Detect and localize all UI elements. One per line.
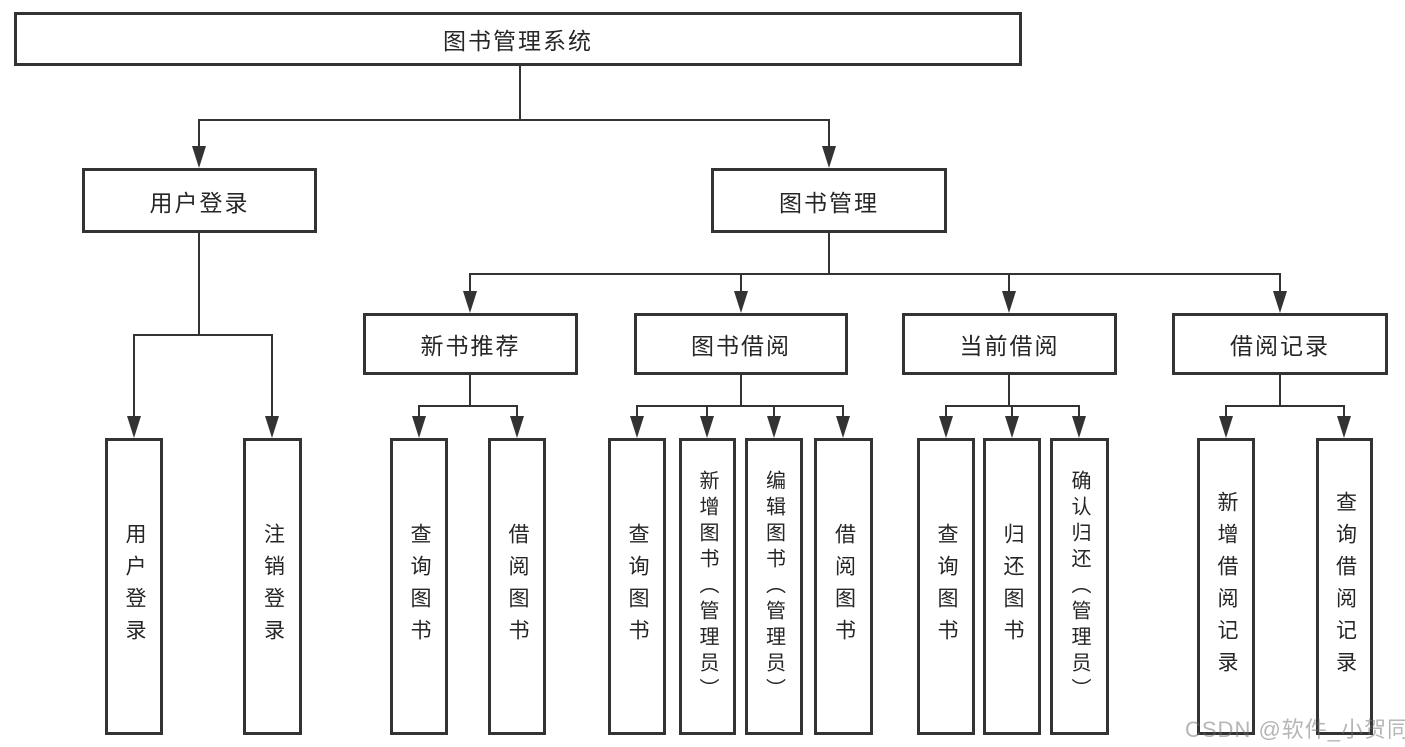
connector-borrow-records-stem xyxy=(1279,375,1281,407)
node-new-book-recommendation: 新书推荐 xyxy=(363,313,578,375)
connector-book-mgmt-stem xyxy=(828,233,830,275)
arrowhead-leaf-logout xyxy=(265,416,279,438)
connector-leg xyxy=(945,405,947,418)
connector-to-new-book xyxy=(469,273,471,294)
connector-leg xyxy=(1343,405,1345,418)
connector-book-borrow-crossbar xyxy=(636,405,844,407)
leaf-borrow-books: 借阅图书 xyxy=(814,438,873,735)
connector-new-book-stem xyxy=(469,375,471,407)
connector-leg xyxy=(1225,405,1227,418)
arrowhead-book-borrow xyxy=(734,291,748,313)
connector-borrow-records-crossbar xyxy=(1225,405,1345,407)
arrowhead-borrow-records xyxy=(1273,291,1287,313)
connector-root-crossbar xyxy=(198,119,830,121)
connector-user-login-crossbar xyxy=(133,334,273,336)
arrowhead-leaf xyxy=(1219,416,1233,438)
arrowhead-leaf xyxy=(1005,416,1019,438)
arrowhead-book-mgmt xyxy=(822,146,836,168)
connector-leg xyxy=(1078,405,1080,418)
node-library-management-system: 图书管理系统 xyxy=(14,12,1022,66)
leaf-query-books: 查询图书 xyxy=(390,438,448,735)
connector-to-leaf-login xyxy=(133,334,135,420)
arrowhead-leaf xyxy=(767,416,781,438)
leaf-user-login: 用户登录 xyxy=(105,438,163,735)
leaf-return-books: 归还图书 xyxy=(983,438,1041,735)
arrowhead-current-borrow xyxy=(1002,291,1016,313)
connector-leg xyxy=(418,405,420,418)
arrowhead-user-login xyxy=(192,146,206,168)
connector-new-book-crossbar xyxy=(418,405,518,407)
leaf-query-books: 查询图书 xyxy=(608,438,666,735)
arrowhead-leaf xyxy=(630,416,644,438)
connector-current-borrow-stem xyxy=(1008,375,1010,407)
arrowhead-new-book xyxy=(463,291,477,313)
csdn-watermark: CSDN @软件_小贺同学 xyxy=(1185,717,1405,742)
leaf-confirm-return-admin: 确认归还（管理员） xyxy=(1050,438,1109,735)
connector-leg xyxy=(516,405,518,418)
connector-leg xyxy=(842,405,844,418)
connector-leg xyxy=(1011,405,1013,418)
leaf-logout: 注销登录 xyxy=(243,438,302,735)
arrowhead-leaf xyxy=(412,416,426,438)
connector-book-borrow-stem xyxy=(740,375,742,407)
arrowhead-leaf xyxy=(836,416,850,438)
arrowhead-leaf xyxy=(700,416,714,438)
connector-root-stem xyxy=(519,65,521,121)
connector-to-user-login xyxy=(198,119,200,150)
node-current-borrowing: 当前借阅 xyxy=(902,313,1117,375)
connector-to-borrow-records xyxy=(1279,273,1281,294)
leaf-add-books-admin: 新增图书（管理员） xyxy=(679,438,736,735)
leaf-query-books: 查询图书 xyxy=(917,438,975,735)
leaf-add-borrow-record: 新增借阅记录 xyxy=(1197,438,1255,735)
arrowhead-leaf xyxy=(1337,416,1351,438)
arrowhead-leaf xyxy=(1072,416,1086,438)
arrowhead-leaf-login xyxy=(127,416,141,438)
connector-book-mgmt-crossbar xyxy=(469,273,1281,275)
connector-to-book-borrow xyxy=(740,273,742,294)
connector-to-book-mgmt xyxy=(828,119,830,150)
node-user-login: 用户登录 xyxy=(82,168,317,233)
connector-to-leaf-logout xyxy=(271,334,273,420)
leaf-borrow-books: 借阅图书 xyxy=(488,438,546,735)
leaf-query-borrow-record: 查询借阅记录 xyxy=(1316,438,1373,735)
connector-leg xyxy=(706,405,708,418)
arrowhead-leaf xyxy=(510,416,524,438)
node-book-borrowing: 图书借阅 xyxy=(634,313,848,375)
leaf-edit-books-admin: 编辑图书（管理员） xyxy=(745,438,803,735)
connector-leg xyxy=(636,405,638,418)
connector-leg xyxy=(773,405,775,418)
node-borrowing-records: 借阅记录 xyxy=(1172,313,1388,375)
node-book-management: 图书管理 xyxy=(711,168,947,233)
connector-user-login-stem xyxy=(198,233,200,336)
arrowhead-leaf xyxy=(939,416,953,438)
connector-to-current-borrow xyxy=(1008,273,1010,294)
